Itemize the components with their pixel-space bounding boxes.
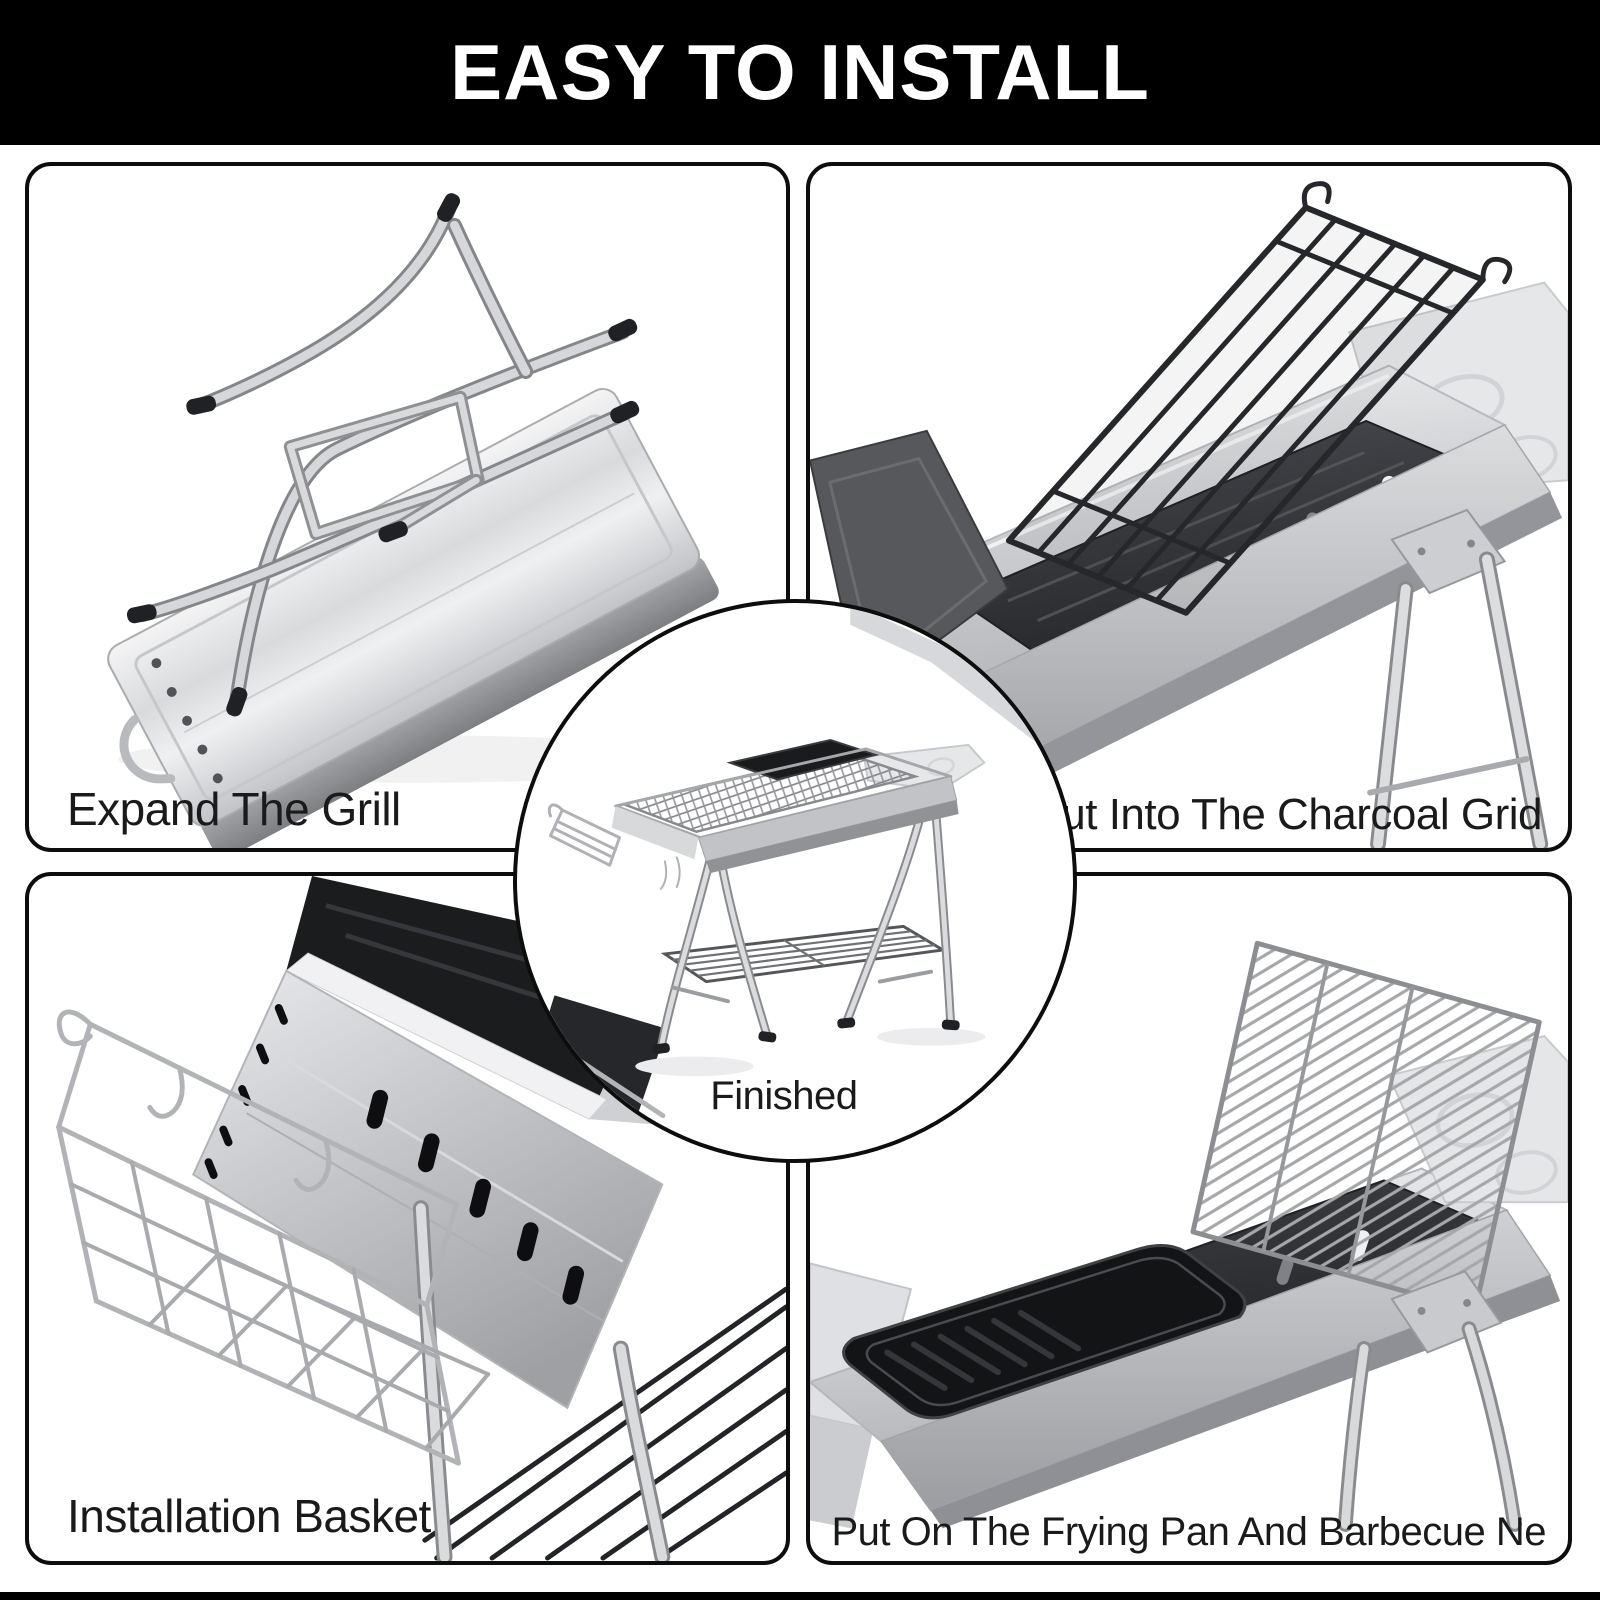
caption-frying-pan-net: Put On The Frying Pan And Barbecue Ne (831, 1510, 1546, 1554)
caption-charcoal-grid: Put Into The Charcoal Grid (1032, 790, 1542, 839)
panel-charcoal-grid: Put Into The Charcoal Grid (806, 162, 1572, 852)
caption-expand-grill: Expand The Grill (67, 783, 401, 835)
caption-installation-basket: Installation Basket (67, 1490, 431, 1542)
panel-frying-pan-net: Put On The Frying Pan And Barbecue Ne (806, 872, 1572, 1565)
page-title: EASY TO INSTALL (450, 28, 1150, 116)
frying-pan-net-photo (810, 940, 1568, 1532)
assembled-grill-photo (517, 603, 1073, 1159)
footer-bar (0, 1592, 1600, 1600)
caption-finished: Finished (710, 1074, 858, 1118)
finished-circle: Finished (513, 599, 1077, 1163)
header-bar: EASY TO INSTALL (0, 0, 1600, 145)
